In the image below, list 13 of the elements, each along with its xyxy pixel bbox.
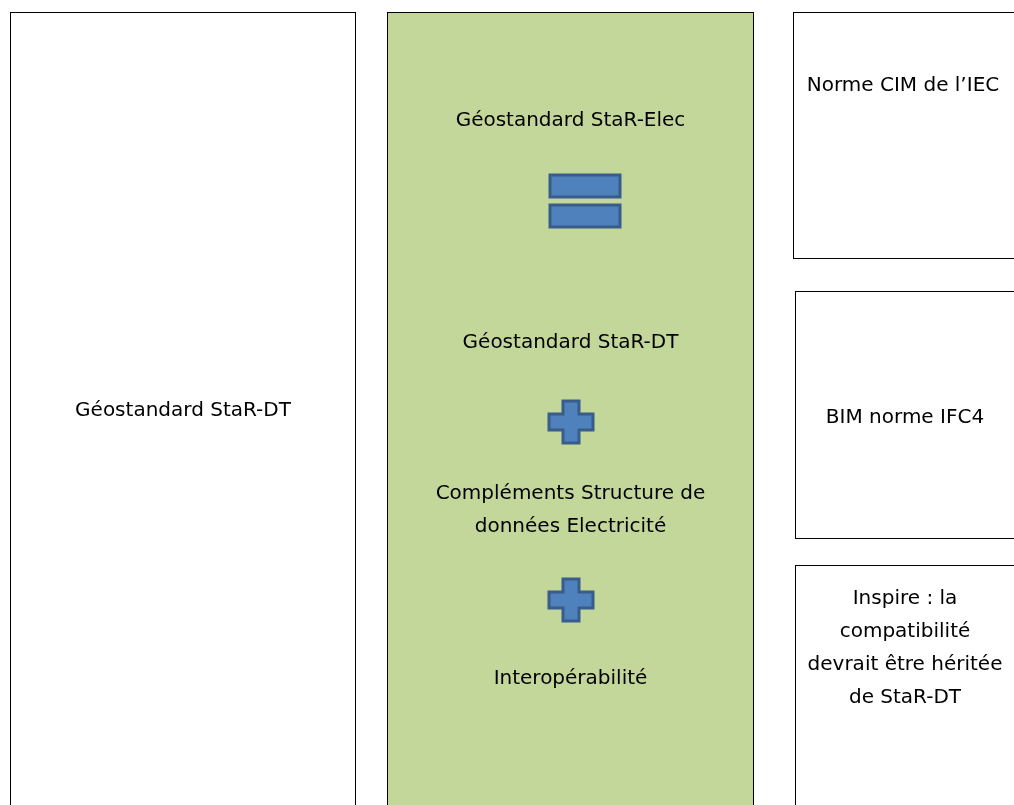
node-label: Inspire : la compatibilité devrait être héritée de StaR-DT [806,584,1004,710]
column-box [387,12,754,805]
side-box [795,291,1014,539]
column-box [10,12,356,805]
side-box [795,565,1014,805]
node-label: Interopérabilité [492,664,649,691]
node-label: Géostandard StaR-DT [461,328,680,355]
node-label: Compléments Structure de données Electricité [434,479,707,539]
node-label: Géostandard StaR-Elec [454,106,687,133]
node-label: BIM norme IFC4 [824,402,986,430]
node-label: Géostandard StaR-DT [74,396,292,423]
side-box [793,12,1014,259]
node-label: Norme CIM de l’IEC [805,71,1001,98]
